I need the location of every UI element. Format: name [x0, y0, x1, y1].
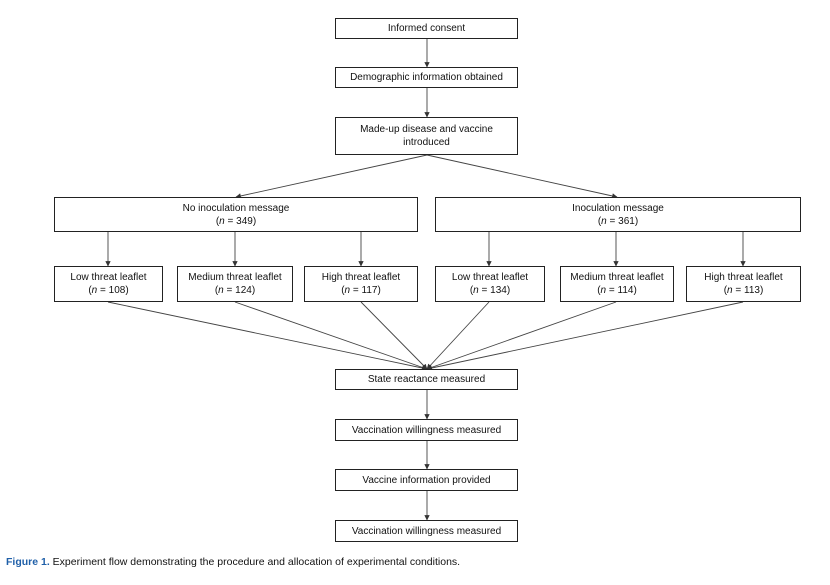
leaflet-label: Low threat leaflet	[451, 272, 529, 283]
leaflet-box-no-inoc-low: Low threat leaflet (n = 108)	[54, 266, 163, 302]
no-inoculation-label: No inoculation message	[182, 202, 290, 214]
informed-consent-box: Informed consent	[335, 18, 518, 39]
demographic-box: Demographic information obtained	[335, 67, 518, 88]
leaflet-label: Low threat leaflet	[70, 272, 147, 283]
leaflet-box-no-inoc-high: High threat leaflet (n = 117)	[304, 266, 418, 302]
disease-label-line2: introduced	[403, 137, 450, 148]
inoculation-n: (n = 361)	[597, 215, 639, 227]
leaflet-n: (n = 124)	[214, 285, 256, 296]
willingness-box-2: Vaccination willingness measured	[335, 520, 518, 542]
disease-introduced-box: Made-up disease and vaccine introduced	[335, 117, 518, 155]
leaflet-label: Medium threat leaflet	[188, 272, 282, 283]
leaflet-n: (n = 113)	[723, 285, 764, 296]
state-reactance-box: State reactance measured	[335, 369, 518, 390]
inoculation-label: Inoculation message	[572, 202, 664, 214]
inoculation-box: Inoculation message (n = 361)	[435, 197, 801, 232]
willingness-label-1: Vaccination willingness measured	[351, 424, 502, 436]
no-inoculation-box: No inoculation message (n = 349)	[54, 197, 418, 232]
vaccine-info-box: Vaccine information provided	[335, 469, 518, 491]
informed-consent-label: Informed consent	[387, 23, 466, 34]
leaflet-label: High threat leaflet	[704, 272, 783, 283]
figure-label: Figure 1.	[6, 556, 50, 568]
willingness-box-1: Vaccination willingness measured	[335, 419, 518, 441]
disease-label-line1: Made-up disease and vaccine	[360, 124, 493, 135]
arrow-leaflet-1-reactance	[107, 301, 428, 371]
arrow-leaflet-4-reactance	[426, 301, 490, 370]
arrow-disease-no-inoc	[235, 154, 428, 199]
leaflet-box-inoc-low: Low threat leaflet (n = 134)	[435, 266, 545, 302]
arrow-leaflet-6-reactance	[426, 301, 744, 371]
vaccine-info-label: Vaccine information provided	[362, 474, 491, 486]
figure-caption: Figure 1. Experiment flow demonstrating …	[6, 556, 460, 568]
leaflet-label: Medium threat leaflet	[570, 272, 664, 283]
leaflet-n: (n = 108)	[88, 285, 129, 296]
willingness-label-2: Vaccination willingness measured	[351, 525, 502, 537]
leaflet-box-no-inoc-medium: Medium threat leaflet (n = 124)	[177, 266, 293, 302]
leaflet-n: (n = 117)	[341, 285, 381, 296]
leaflet-n: (n = 114)	[597, 285, 637, 296]
state-reactance-label: State reactance measured	[367, 374, 486, 385]
no-inoculation-n: (n = 349)	[215, 215, 257, 227]
arrow-disease-inoc	[426, 154, 618, 199]
demographic-label: Demographic information obtained	[350, 72, 503, 83]
figure-caption-text: Experiment flow demonstrating the proced…	[49, 556, 461, 568]
leaflet-box-inoc-medium: Medium threat leaflet (n = 114)	[560, 266, 674, 302]
leaflet-n: (n = 134)	[469, 285, 511, 296]
arrow-leaflet-2-reactance	[234, 301, 428, 370]
leaflet-box-inoc-high: High threat leaflet (n = 113)	[686, 266, 801, 302]
arrow-leaflet-3-reactance	[360, 301, 428, 370]
arrow-leaflet-5-reactance	[426, 301, 617, 370]
leaflet-label: High threat leaflet	[321, 272, 401, 283]
